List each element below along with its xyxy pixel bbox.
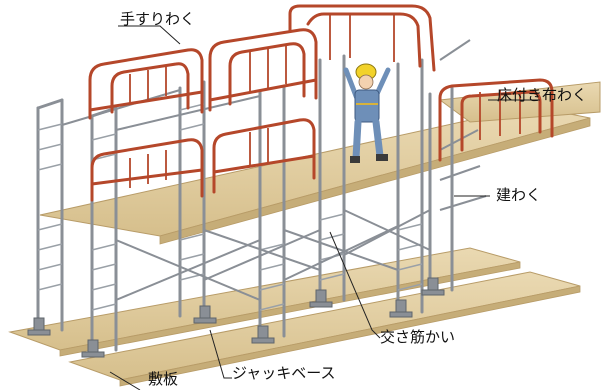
label-handrail-frame: 手すりわく <box>120 10 196 28</box>
worker-figure <box>343 63 391 163</box>
cross-braces <box>61 89 431 301</box>
handrail-bars <box>129 14 521 188</box>
side-braces <box>439 39 487 211</box>
label-floor-frame: 床付き布わく <box>497 86 588 104</box>
handrail-frames <box>88 4 554 202</box>
label-base-plate: 敷板 <box>148 370 179 388</box>
leader-lines <box>109 25 540 390</box>
frame-rungs <box>37 103 423 311</box>
main-frames <box>36 54 454 352</box>
label-main-frame: 建わく <box>496 186 542 204</box>
label-jack-base: ジャッキベース <box>232 364 336 382</box>
base-boards <box>8 247 581 387</box>
label-cross-brace: 交さ筋かい <box>380 328 456 346</box>
jack-bases <box>27 277 445 358</box>
